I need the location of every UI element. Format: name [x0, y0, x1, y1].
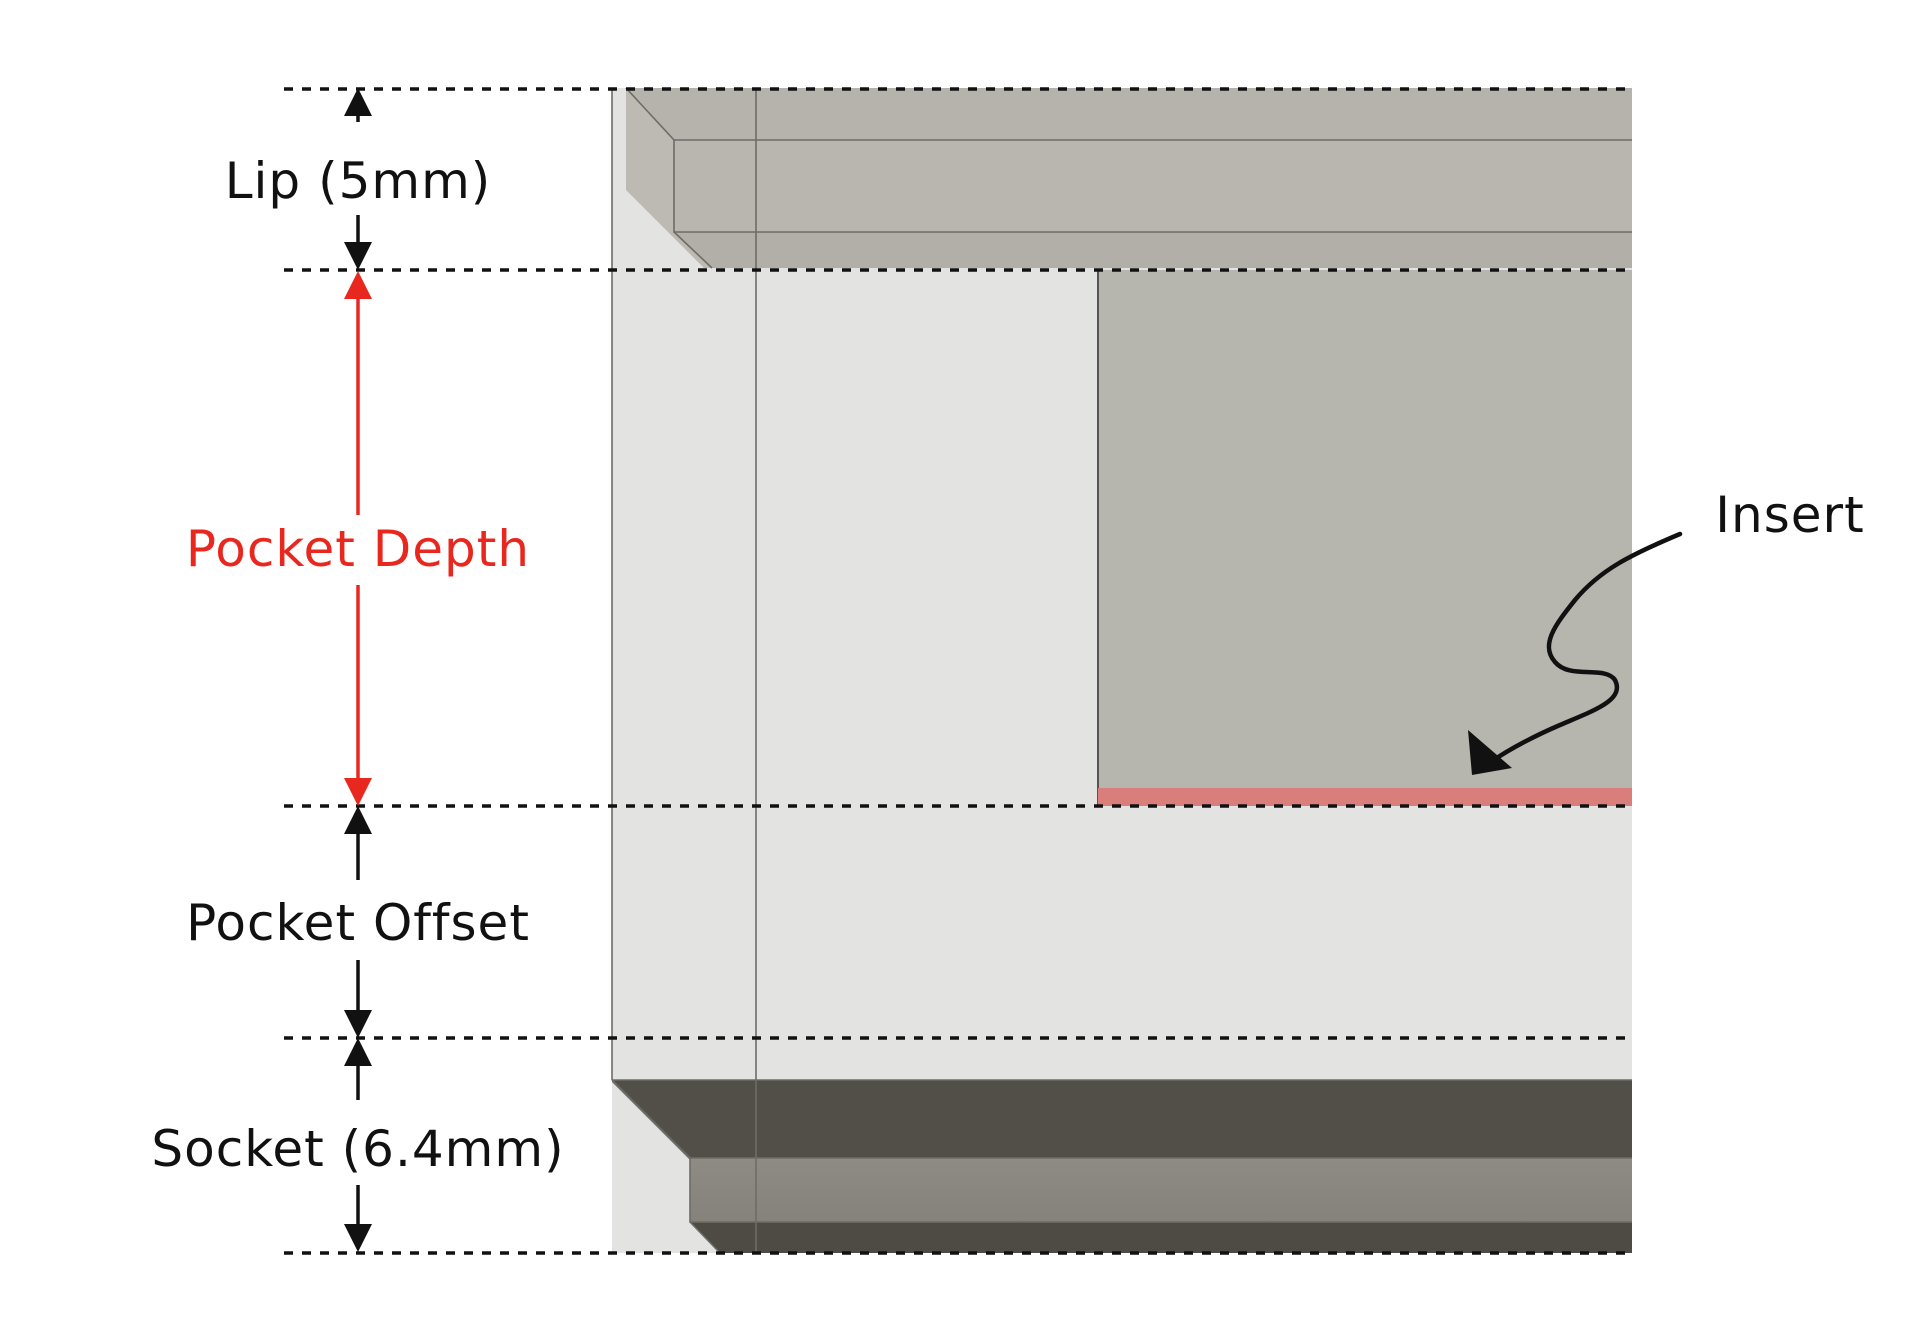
- lip-front-face: [674, 140, 1632, 232]
- lip-label: Lip (5mm): [225, 152, 492, 210]
- socket-label: Socket (6.4mm): [151, 1120, 564, 1178]
- pocket-offset-label: Pocket Offset: [186, 894, 530, 952]
- dashed-reference-lines: [284, 87, 1632, 1255]
- pocket-face: [1098, 270, 1632, 788]
- pocket-depth-label: Pocket Depth: [186, 520, 530, 578]
- squiggly-arrow-icon: [1468, 531, 1683, 775]
- socket-bottom-band: [690, 1222, 1632, 1253]
- wall-outer-face: [612, 88, 756, 1080]
- socket-mid-band: [690, 1158, 1632, 1222]
- lip-top-face: [626, 88, 1632, 140]
- insert-strip: [1098, 788, 1632, 806]
- insert-label: Insert: [1715, 486, 1864, 544]
- bin-model: [611, 87, 1632, 1254]
- lip-chamfer: [626, 88, 712, 268]
- lip-bottom-face: [674, 232, 1632, 268]
- socket-top-band: [612, 1080, 1632, 1158]
